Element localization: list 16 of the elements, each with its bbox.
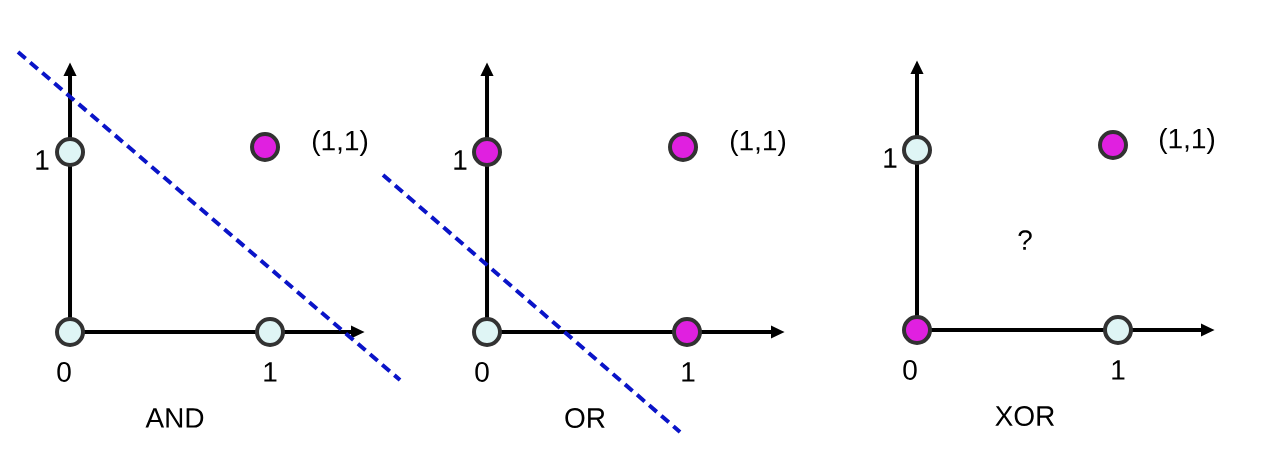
point-label: (1,1): [312, 129, 368, 157]
gate-label: AND: [145, 408, 204, 428]
axis-label: 1: [36, 150, 49, 170]
question-mark: ?: [1018, 230, 1032, 250]
axis-label: 0: [903, 360, 917, 380]
axis-label: 1: [682, 362, 695, 382]
axis-label: 1: [1112, 360, 1125, 380]
axis-label: 0: [57, 362, 71, 382]
axis-label: 1: [454, 150, 467, 170]
axis-label: 1: [884, 148, 897, 168]
point-label: (1,1): [730, 129, 786, 157]
gate-label: XOR: [995, 406, 1055, 426]
axis-label: 0: [475, 362, 489, 382]
axis-label: 1: [264, 362, 277, 382]
gate-label: OR: [565, 408, 605, 428]
point-label: (1,1): [1159, 127, 1215, 155]
